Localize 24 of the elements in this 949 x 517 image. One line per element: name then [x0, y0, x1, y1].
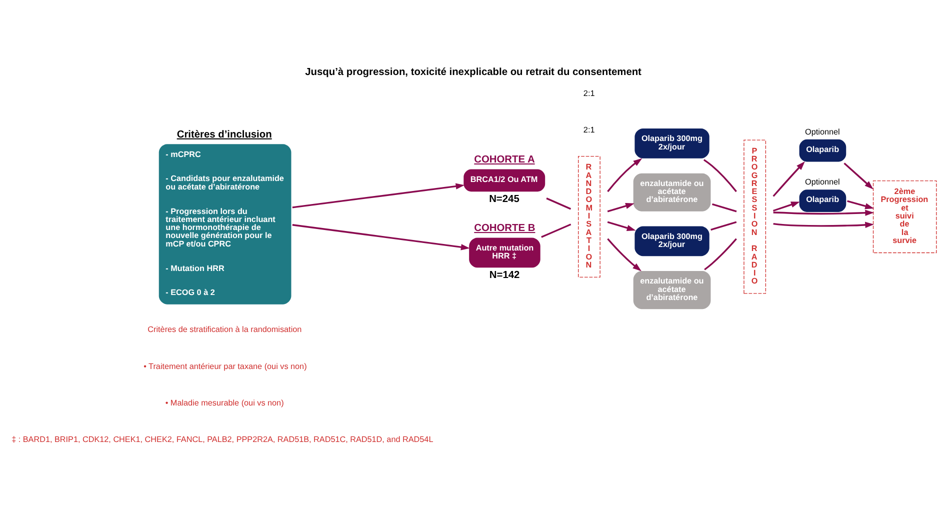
arrow — [292, 183, 465, 208]
connector — [704, 238, 737, 270]
arrow — [607, 221, 636, 231]
connector — [703, 159, 737, 192]
connector — [710, 221, 737, 231]
arrow — [847, 200, 874, 210]
node-label: N=142 — [489, 270, 520, 281]
connector — [541, 224, 572, 238]
connector — [712, 203, 737, 212]
arrow — [772, 202, 800, 212]
node-label: COHORTE B — [474, 223, 536, 234]
arrow — [607, 238, 642, 272]
arrow — [773, 222, 874, 228]
arrow — [607, 158, 642, 192]
node-label: COHORTE A — [474, 154, 535, 166]
diagram-title: Jusqu’à progression, toxicité inexplicable ou retrait du consentement — [305, 66, 642, 78]
connector — [546, 198, 572, 210]
arrow — [773, 210, 874, 216]
node-label: Critères d’inclusion — [176, 129, 272, 140]
arrow — [292, 224, 470, 250]
arrow — [772, 161, 805, 197]
arrow — [607, 202, 634, 212]
node-label: N=245 — [489, 194, 520, 205]
arrow — [844, 162, 874, 190]
